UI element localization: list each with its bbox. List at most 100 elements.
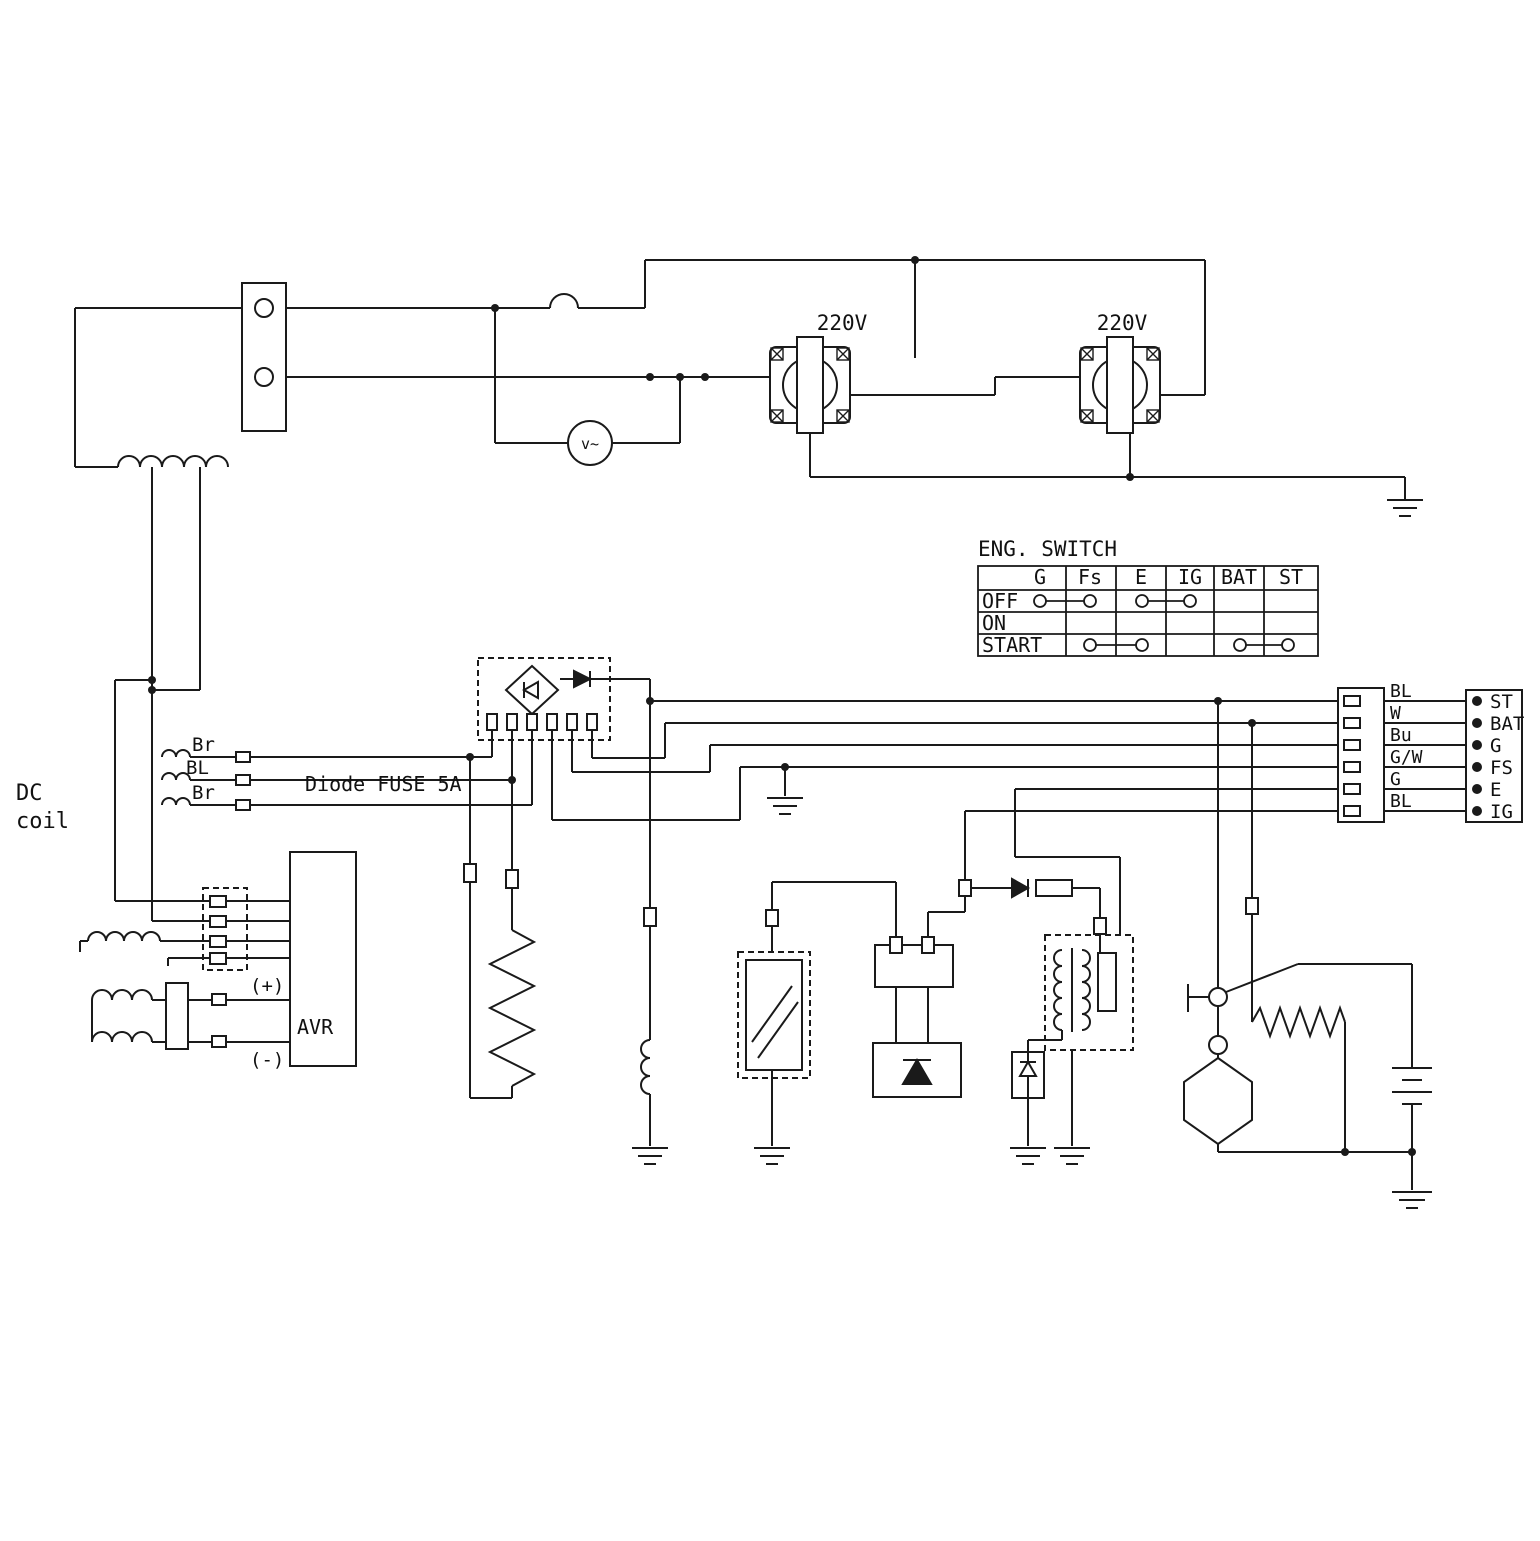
avr-unit bbox=[165, 851, 357, 1067]
eng-switch-table bbox=[977, 565, 1319, 657]
switch-bridges bbox=[1033, 594, 1295, 652]
rectifier-unit bbox=[477, 657, 611, 741]
lead-label-br-bottom: Br bbox=[192, 782, 215, 804]
plus-label: (+) bbox=[250, 975, 284, 997]
minus-label: (-) bbox=[250, 1049, 284, 1071]
connector-pin bbox=[463, 863, 477, 883]
ground-mid-stem bbox=[767, 767, 803, 815]
fuse-icon bbox=[1035, 879, 1073, 897]
col-label-st: ST bbox=[1279, 565, 1303, 589]
ignition-feed bbox=[971, 887, 1101, 953]
relay-contact-bar bbox=[1187, 984, 1209, 1012]
dc-coil-label-line1: DC bbox=[16, 781, 43, 806]
charge-regulator bbox=[872, 936, 962, 1098]
terminal-label-st: ST bbox=[1490, 691, 1513, 713]
field-coil-wavy bbox=[91, 989, 153, 1043]
ignition-coil bbox=[1044, 934, 1134, 1051]
outlet-tab bbox=[796, 336, 824, 434]
connector-pin bbox=[1245, 897, 1259, 915]
col-label-fs: Fs bbox=[1078, 565, 1102, 589]
wire-label-g: G bbox=[1390, 769, 1401, 790]
starter-stems bbox=[1217, 1006, 1412, 1153]
dc-lead-bl bbox=[161, 772, 512, 781]
avr-connector-links bbox=[226, 900, 290, 959]
wiring bbox=[74, 259, 1432, 1209]
ground-ignition-2 bbox=[1054, 1147, 1090, 1165]
row-label-on: ON bbox=[982, 611, 1006, 635]
voltmeter-label: v~ bbox=[581, 435, 599, 453]
lead-label-br-top: Br bbox=[192, 734, 215, 756]
wire-label-gw: G/W bbox=[1390, 747, 1423, 768]
connector-block bbox=[1337, 687, 1466, 823]
dc-coil-label-line2: coil bbox=[16, 809, 69, 834]
stator-winding-coil bbox=[117, 455, 229, 468]
breaker-bump-icon bbox=[549, 293, 579, 309]
connector-pin bbox=[765, 909, 779, 927]
terminal-block bbox=[241, 282, 287, 432]
row-label-off: OFF bbox=[982, 589, 1018, 613]
diode-fuse-label: Diode FUSE 5A bbox=[305, 772, 462, 796]
sensor-stems bbox=[771, 881, 897, 1146]
connector-pin bbox=[1093, 917, 1107, 935]
outlet-220v-1 bbox=[769, 336, 851, 434]
avr-input-wires bbox=[115, 900, 210, 966]
lead-label-bl: BL bbox=[186, 757, 209, 779]
wire-label-bl-1: BL bbox=[1390, 681, 1412, 702]
connector-pin bbox=[958, 879, 972, 897]
harness-row-5 bbox=[1014, 788, 1338, 935]
wire-label-w: W bbox=[1390, 703, 1401, 724]
connector-pin bbox=[505, 869, 519, 889]
wire-right-drop bbox=[1160, 260, 1206, 396]
resistor-branch bbox=[469, 757, 513, 1099]
bridge-diode-icon bbox=[521, 680, 539, 700]
col-label-ig: IG bbox=[1178, 565, 1202, 589]
ground-symbol-main bbox=[1387, 499, 1423, 517]
terminal-strip bbox=[1465, 689, 1523, 823]
ignition-diode-fuse bbox=[1011, 877, 1073, 899]
relay-arm bbox=[1225, 963, 1412, 993]
ground-battery bbox=[1392, 1191, 1432, 1209]
terminal-label-e: E bbox=[1490, 779, 1501, 801]
wire-main-feed bbox=[74, 307, 242, 468]
wire-neutral-ground bbox=[809, 433, 1406, 500]
ground-ignition-1 bbox=[1010, 1147, 1046, 1165]
outlet2-voltage-label: 220V bbox=[1097, 311, 1148, 335]
wire-outlet-link bbox=[850, 376, 1080, 396]
components bbox=[165, 282, 1523, 1146]
rectifier-output-wire bbox=[590, 678, 651, 1040]
avr-label: AVR bbox=[297, 1015, 334, 1039]
wire-output-top bbox=[286, 259, 1205, 309]
terminal-label-ig: IG bbox=[1490, 801, 1513, 823]
bridge-diamond-icon bbox=[504, 664, 560, 716]
ground-choke bbox=[632, 1147, 668, 1165]
oil-sensor bbox=[737, 951, 811, 1079]
voltmeter-icon bbox=[567, 420, 613, 466]
diode-icon bbox=[1011, 877, 1031, 899]
starter-relay bbox=[1183, 987, 1253, 1146]
choke-coil-winding bbox=[640, 1039, 651, 1146]
connector-pin bbox=[643, 907, 657, 927]
rectifier-terminal-chains bbox=[491, 723, 741, 821]
brush-holder bbox=[165, 982, 189, 1050]
row-label-start: START bbox=[982, 633, 1042, 657]
terminal-hole-2 bbox=[254, 367, 274, 387]
col-label-g: G bbox=[1034, 565, 1046, 589]
terminal-label-bat: BAT bbox=[1490, 713, 1524, 735]
resistor-zigzag bbox=[487, 929, 537, 1087]
outlet-tab bbox=[1106, 336, 1134, 434]
wire-winding-taps bbox=[114, 467, 201, 921]
terminal-label-g: G bbox=[1490, 735, 1501, 757]
outlet-220v-2 bbox=[1079, 336, 1161, 434]
screw-icons bbox=[1080, 347, 1160, 423]
terminal-label-fs: FS bbox=[1490, 757, 1513, 779]
avr-sense-coil bbox=[79, 931, 161, 952]
screw-icons bbox=[770, 347, 850, 423]
terminal-hole-1 bbox=[254, 298, 274, 318]
relay-contact bbox=[1208, 987, 1228, 1007]
solenoid-spring bbox=[1251, 1005, 1346, 1152]
spark-gap bbox=[1011, 1051, 1045, 1099]
wire-label-bl-2: BL bbox=[1390, 791, 1412, 812]
eng-switch-title: ENG. SWITCH bbox=[978, 537, 1117, 561]
